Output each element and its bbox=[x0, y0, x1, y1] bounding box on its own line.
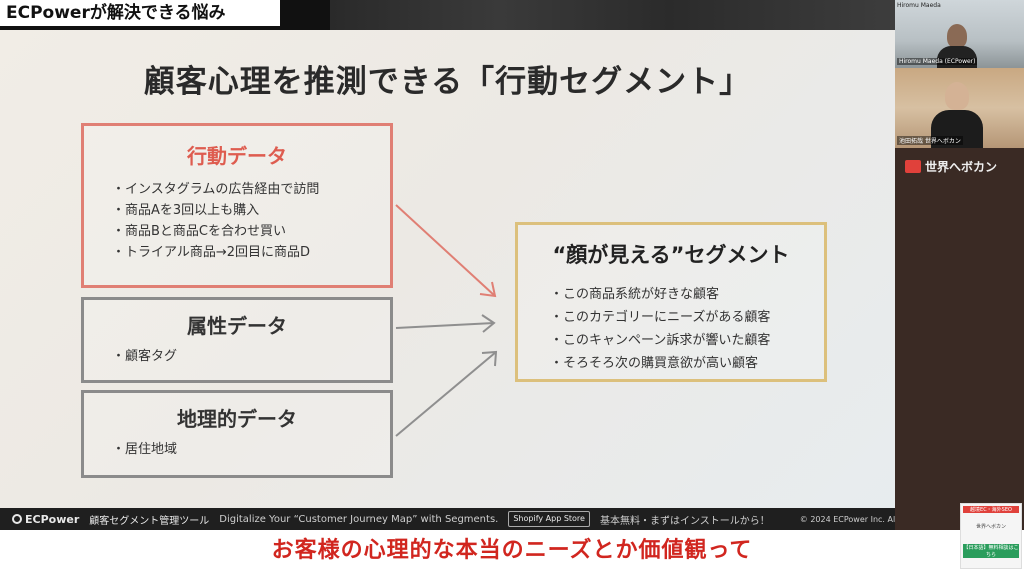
camera-side-panel: Hiromu Maeda Hiromu Maeda (ECPower) 池田拓哉… bbox=[895, 0, 1024, 530]
camera-feed-2: 池田拓哉 世界へボカン bbox=[895, 68, 1024, 148]
presentation-slide: 顧客心理を推測できる「行動セグメント」 行動データ インスタグラムの広告経由で訪… bbox=[0, 30, 895, 530]
segment-box: “顔が見える”セグメント この商品系統が好きな顧客 このカテゴリーにニーズがある… bbox=[515, 222, 827, 382]
geo-data-box: 地理的データ 居住地域 bbox=[81, 390, 393, 478]
list-item: インスタグラムの広告経由で訪問 bbox=[112, 179, 319, 200]
footer-tagline: Digitalize Your “Customer Journey Map” w… bbox=[219, 513, 499, 525]
cam2-label: 池田拓哉 世界へボカン bbox=[897, 136, 963, 145]
video-header-tag: ECPowerが解決できる悩み bbox=[0, 0, 280, 26]
geo-arrow bbox=[395, 350, 498, 437]
speaker-2-body bbox=[931, 110, 983, 148]
attribute-arrow bbox=[395, 314, 496, 333]
list-item: このカテゴリーにニーズがある顧客 bbox=[550, 306, 770, 329]
subtitle-caption: お客様の心理的な本当のニーズとか価値観って bbox=[0, 530, 1024, 571]
list-item: 顧客タグ bbox=[112, 346, 177, 367]
logo-text: ECPower bbox=[25, 512, 80, 526]
list-item: 商品Bと商品Cを合わせ買い bbox=[112, 221, 319, 242]
slide-title: 顧客心理を推測できる「行動セグメント」 bbox=[143, 64, 752, 100]
segment-title: “顔が見える”セグメント bbox=[552, 243, 790, 267]
shopify-app-store-badge: Shopify App Store bbox=[508, 511, 590, 527]
slide-footer: ECPower 顧客セグメント管理ツール Digitalize Your “Cu… bbox=[0, 508, 895, 530]
speech-bubble-icon bbox=[905, 160, 921, 173]
cam1-label: Hiromu Maeda (ECPower) bbox=[897, 58, 978, 65]
action-data-box: 行動データ インスタグラムの広告経由で訪問 商品Aを3回以上も購入 商品Bと商品… bbox=[81, 123, 393, 288]
geo-data-title: 地理的データ bbox=[177, 407, 297, 431]
ecpower-logo: ECPower bbox=[12, 513, 79, 526]
attribute-data-box: 属性データ 顧客タグ bbox=[81, 297, 393, 383]
speaker-1-body bbox=[937, 46, 977, 68]
footer-copyright: © 2024 ECPower Inc. All rights reserved. bbox=[799, 514, 895, 524]
list-item: この商品系統が好きな顧客 bbox=[550, 283, 770, 306]
consultation-banner[interactable]: 越境EC・海外SEO 世界へボカン 【日本語】無料相談はこちら bbox=[960, 503, 1022, 569]
banner-top-text: 越境EC・海外SEO bbox=[963, 506, 1019, 513]
camera-feed-1: Hiromu Maeda Hiromu Maeda (ECPower) bbox=[895, 0, 1024, 68]
list-item: そろそろ次の購買意欲が高い顧客 bbox=[550, 352, 770, 375]
banner-brand: 世界へボカン bbox=[975, 524, 1006, 530]
list-item: このキャンペーン訴求が響いた顧客 bbox=[550, 329, 770, 352]
attribute-data-list: 顧客タグ bbox=[112, 346, 177, 367]
geo-data-list: 居住地域 bbox=[112, 439, 177, 460]
list-item: トライアル商品→2回目に商品D bbox=[112, 242, 319, 263]
speaker-2-avatar bbox=[945, 82, 969, 110]
channel-brand: 世界へボカン bbox=[905, 158, 997, 175]
action-data-list: インスタグラムの広告経由で訪問 商品Aを3回以上も購入 商品Bと商品Cを合わせ買… bbox=[112, 179, 319, 263]
list-item: 居住地域 bbox=[112, 439, 177, 460]
cam1-name: Hiromu Maeda bbox=[897, 2, 941, 9]
action-data-title: 行動データ bbox=[187, 144, 287, 168]
background-strip bbox=[330, 0, 895, 30]
brand-name: 世界へボカン bbox=[925, 160, 998, 174]
banner-cta: 【日本語】無料相談はこちら bbox=[963, 544, 1019, 558]
segment-list: この商品系統が好きな顧客 このカテゴリーにニーズがある顧客 このキャンペーン訴求… bbox=[550, 283, 770, 375]
speaker-1-avatar bbox=[947, 24, 967, 48]
footer-store-note: 基本無料・まずはインストールから！ bbox=[599, 515, 770, 527]
action-arrow bbox=[395, 204, 497, 298]
footer-product: 顧客セグメント管理ツール bbox=[89, 515, 210, 527]
attribute-data-title: 属性データ bbox=[187, 314, 287, 338]
ecpower-logo-icon bbox=[12, 514, 22, 524]
list-item: 商品Aを3回以上も購入 bbox=[112, 200, 319, 221]
